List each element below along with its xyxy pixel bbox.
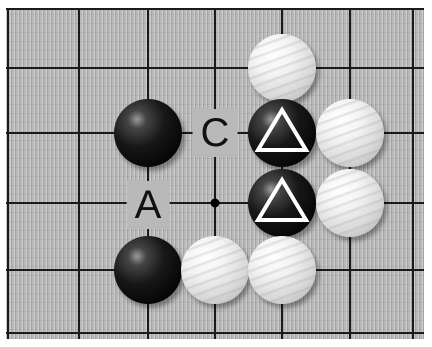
grid-line-v2 xyxy=(78,8,80,339)
white-stone[interactable] xyxy=(181,236,249,304)
black-stone[interactable] xyxy=(114,99,182,167)
black-stone-marked[interactable] xyxy=(248,99,316,167)
black-stone[interactable] xyxy=(114,236,182,304)
white-stone[interactable] xyxy=(248,236,316,304)
triangle-mark-icon xyxy=(248,169,316,237)
star-point xyxy=(211,199,220,208)
go-board: A C xyxy=(6,8,424,339)
triangle-mark-icon xyxy=(248,99,316,167)
point-label-c[interactable]: C xyxy=(193,109,238,157)
point-label-a[interactable]: A xyxy=(127,181,170,229)
white-stone[interactable] xyxy=(248,34,316,102)
black-stone-marked[interactable] xyxy=(248,169,316,237)
grid-line-v7 xyxy=(412,8,414,339)
white-stone[interactable] xyxy=(316,169,384,237)
white-stone[interactable] xyxy=(316,99,384,167)
grid-line-v1 xyxy=(7,8,9,339)
